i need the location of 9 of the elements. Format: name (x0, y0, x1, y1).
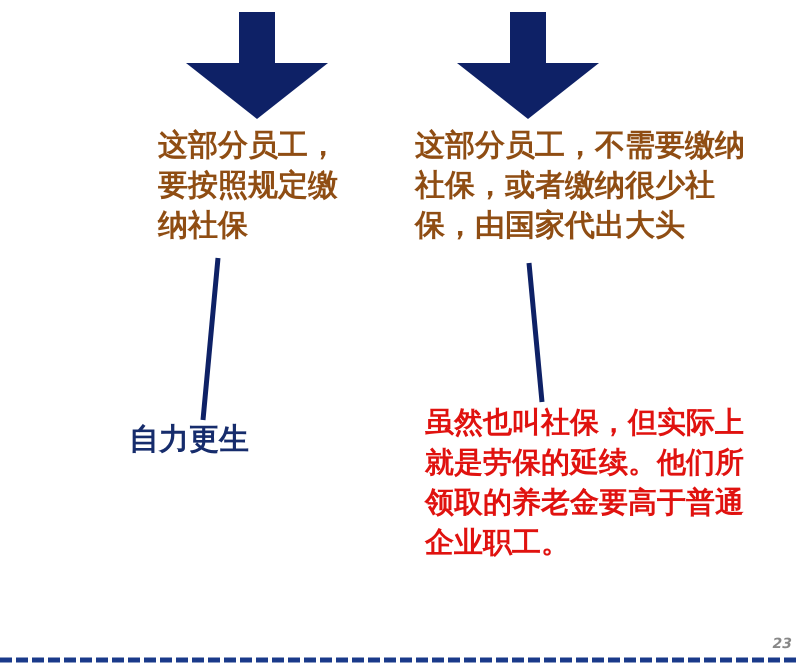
connector-line (200, 258, 220, 420)
block-arrow (457, 12, 599, 119)
result-text: 自力更生 (125, 420, 270, 472)
statement-text: 这部分员工，不需要缴纳社保，或者缴纳很少社保，由国家代出大头 (415, 118, 765, 263)
page-number: 23 (772, 636, 792, 652)
explanation-text: 虽然也叫社保，但实际上就是劳保的延续。他们所领取的养老金要高于普通企业职工。 (425, 402, 770, 582)
statement-text: 这部分员工，要按照规定缴纳社保 (158, 118, 358, 258)
block-arrow (186, 12, 328, 119)
connector-line (526, 262, 544, 402)
